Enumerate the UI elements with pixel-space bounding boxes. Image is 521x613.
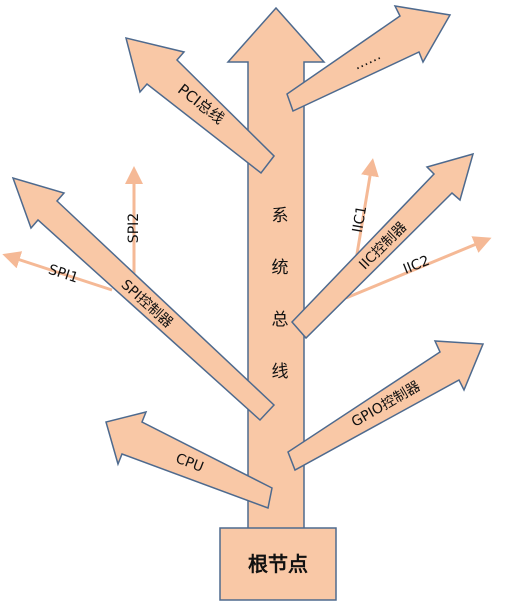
pci-branch-arrow (124, 36, 275, 175)
trunk-char-3: 总 (272, 310, 289, 330)
iic2-label: IIC2 (401, 253, 432, 278)
more-branch-arrow (286, 5, 452, 113)
root-node-label: 根节点 (248, 552, 308, 576)
spi1-label: SPI1 (46, 262, 80, 287)
spi1-arrow (2, 251, 113, 292)
spi2-label: SPI2 (126, 213, 142, 243)
iic1-label: IIC1 (350, 205, 370, 234)
trunk-char-2: 统 (272, 258, 289, 278)
root-node-box (219, 527, 337, 601)
trunk-char-1: 系 (272, 206, 289, 226)
trunk-char-4: 线 (272, 362, 289, 382)
iic2-arrow (345, 236, 492, 300)
iic-controller-branch-arrow (290, 152, 475, 340)
spi-controller-branch-arrow (11, 176, 276, 422)
gpio-controller-branch-arrow (287, 340, 485, 472)
cpu-branch-arrow (105, 410, 273, 510)
